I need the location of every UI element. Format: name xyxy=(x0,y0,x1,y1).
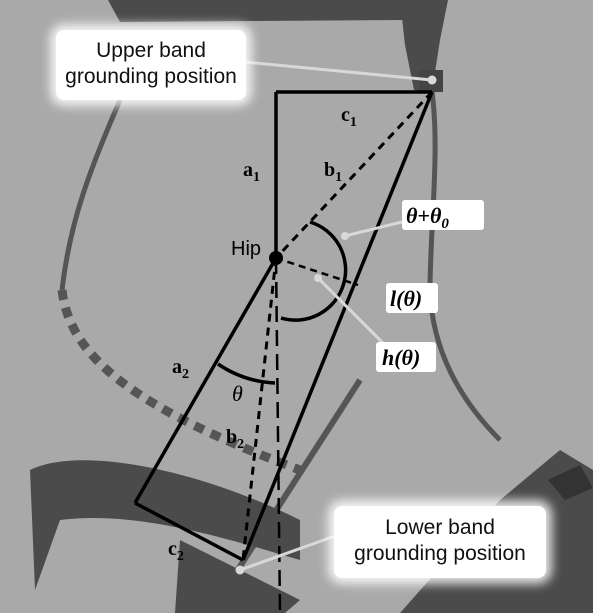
label-c1: c1 xyxy=(341,104,357,130)
arc-theta xyxy=(217,362,276,385)
geometry-lines xyxy=(133,90,434,613)
theta-plus-theta0-marker xyxy=(341,232,349,240)
label-l-theta: l(θ) xyxy=(390,286,422,311)
segment-b2 xyxy=(241,257,278,561)
label-b2: b2 xyxy=(226,426,244,452)
segment-b1 xyxy=(274,90,434,260)
upper-band-marker xyxy=(427,75,437,85)
upper-band-right-strap xyxy=(400,0,448,92)
upper-callout-leader xyxy=(244,60,433,82)
h-theta-marker xyxy=(314,274,322,282)
segment-h-theta xyxy=(275,256,359,287)
segment-lower-band-line xyxy=(241,91,434,561)
leader-lines xyxy=(239,60,433,572)
hip-joint-point xyxy=(269,251,283,265)
label-c2: c2 xyxy=(168,538,184,564)
lower-band-buckle xyxy=(548,465,593,500)
torso-left-outline xyxy=(59,99,123,291)
arc-theta-plus-theta0 xyxy=(280,220,348,322)
l-theta-label-bg xyxy=(386,283,438,313)
upper-band-top xyxy=(108,0,404,22)
vertical-reference-line xyxy=(274,257,282,613)
label-b1: b1 xyxy=(324,159,342,185)
label-theta-plus-theta0: θ+θ0 xyxy=(406,203,449,232)
segment-a2 xyxy=(133,257,278,504)
label-a1: a1 xyxy=(243,159,260,185)
theta-plus-theta0-label-bg xyxy=(402,200,484,230)
segment-c2 xyxy=(134,501,244,562)
torso-right-outline xyxy=(427,91,502,442)
label-h-theta: h(θ) xyxy=(382,345,420,370)
buttock-dotted-outline xyxy=(57,289,302,475)
lower-band-left xyxy=(30,460,300,590)
label-theta: θ xyxy=(232,381,243,406)
lower-band-grounding-callout: Lower band grounding position xyxy=(334,506,546,578)
hip-label: Hip xyxy=(231,238,261,260)
lower-band-marker xyxy=(235,565,245,575)
h-theta-leader xyxy=(316,276,387,347)
lower-callout-leader xyxy=(239,534,336,572)
theta-plus-theta0-leader xyxy=(344,218,411,238)
label-a2: a2 xyxy=(172,356,189,382)
upper-band-grounding-callout: Upper band grounding position xyxy=(56,30,246,100)
h-theta-label-bg xyxy=(376,342,436,372)
lower-band-strap xyxy=(175,540,300,613)
